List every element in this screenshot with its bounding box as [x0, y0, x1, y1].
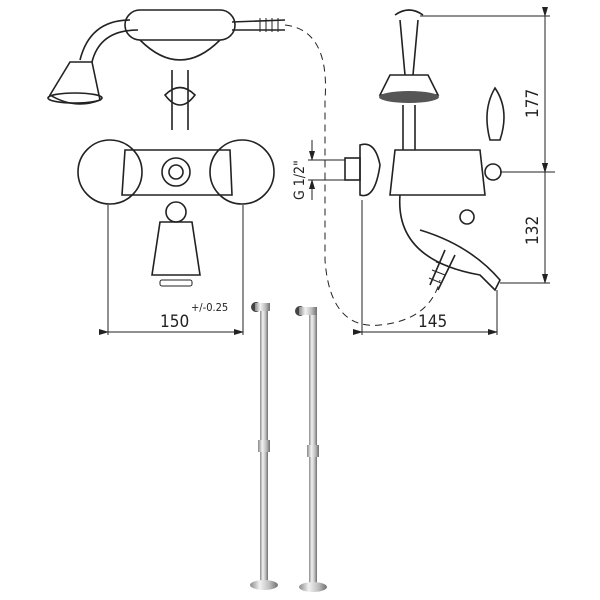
dimension-width-label: 150	[160, 312, 189, 332]
standpipe-right	[295, 306, 327, 592]
shower-holder	[394, 9, 424, 76]
riser	[163, 70, 197, 130]
front-view: 150 +/-0.25	[47, 9, 286, 335]
shower-head-face	[379, 91, 439, 103]
dimension-depth-label: 145	[418, 312, 447, 332]
hose-path	[284, 24, 441, 326]
standpipe-left	[250, 302, 278, 590]
tolerance-label: +/-0.25	[191, 301, 228, 314]
dimension-lower-height-label: 132	[523, 216, 543, 245]
thread-size-label: G 1/2"	[292, 160, 308, 200]
lever-handle	[486, 86, 505, 141]
shower-cradle	[124, 9, 286, 61]
dimension-upper-height-label: 177	[523, 89, 543, 118]
side-view: G 1/2" 145 177 132	[292, 7, 555, 335]
body	[77, 139, 275, 287]
hand-shower	[47, 19, 139, 105]
